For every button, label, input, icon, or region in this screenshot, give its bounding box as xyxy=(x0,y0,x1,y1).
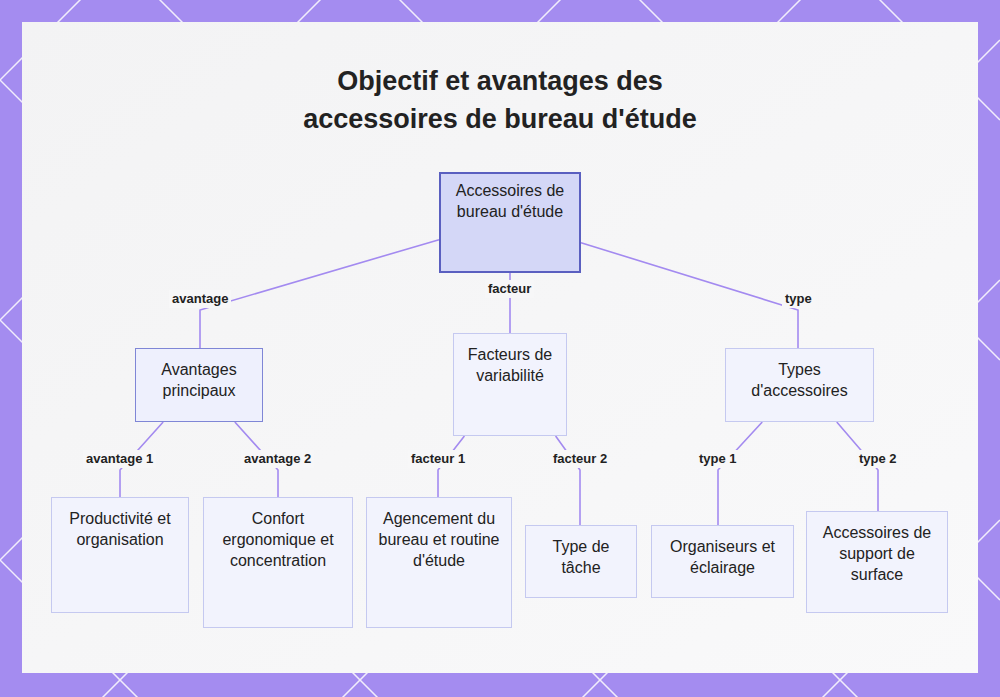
connector-line xyxy=(581,243,798,348)
concept-box: Productivité et organisation xyxy=(51,497,189,613)
edge-label: avantage 2 xyxy=(241,450,314,468)
node-text: Accessoires de bureau d'étude xyxy=(449,180,571,222)
edge-label: type xyxy=(782,290,815,308)
edge-label: facteur xyxy=(485,280,534,298)
concept-box: Agencement du bureau et routine d'étude xyxy=(366,497,512,628)
edge-label: type 2 xyxy=(856,450,900,468)
inner-panel xyxy=(22,22,978,673)
root-box: Accessoires de bureau d'étude xyxy=(439,172,581,273)
concept-box: Facteurs de variabilité xyxy=(453,333,567,436)
node-text: Organiseurs et éclairage xyxy=(660,536,785,578)
edge-label: avantage xyxy=(169,290,231,308)
diagram-title: Objectif et avantages des accessoires de… xyxy=(270,62,730,138)
edge-label: facteur 1 xyxy=(408,450,468,468)
concept-box: Confort ergonomique et concentration xyxy=(203,497,353,628)
connector-line xyxy=(718,422,762,525)
node-text: Agencement du bureau et routine d'étude xyxy=(375,508,503,571)
node-text: Confort ergonomique et concentration xyxy=(212,508,344,571)
node-text: Type de tâche xyxy=(534,536,628,578)
concept-box: Avantages principaux xyxy=(135,348,263,422)
connector-line xyxy=(200,240,439,348)
node-text: Accessoires de support de surface xyxy=(815,522,939,585)
concept-box: Type de tâche xyxy=(525,525,637,598)
edge-label: type 1 xyxy=(696,450,740,468)
node-text: Facteurs de variabilité xyxy=(462,344,558,386)
concept-box: Accessoires de support de surface xyxy=(806,511,948,613)
concept-box: Organiseurs et éclairage xyxy=(651,525,794,598)
concept-box: Types d'accessoires xyxy=(725,348,874,422)
node-text: Avantages principaux xyxy=(144,359,254,401)
node-text: Productivité et organisation xyxy=(60,508,180,550)
edge-label: avantage 1 xyxy=(83,450,156,468)
edge-label: facteur 2 xyxy=(550,450,610,468)
node-text: Types d'accessoires xyxy=(734,359,865,401)
